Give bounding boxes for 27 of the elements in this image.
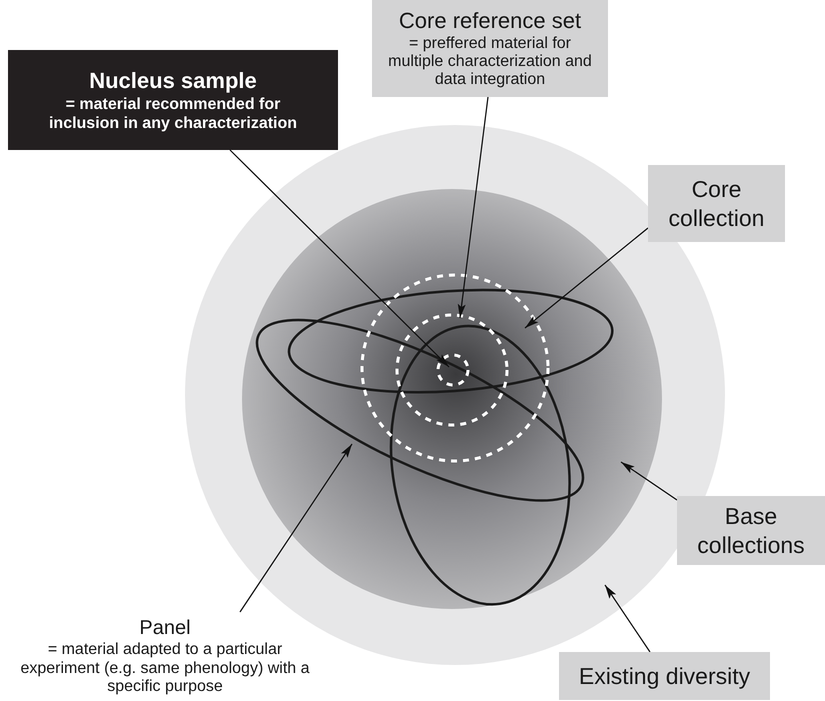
leader-arrow xyxy=(230,150,450,368)
dashed-circle xyxy=(360,273,550,463)
label-box xyxy=(8,50,338,150)
heading-text: Base collections xyxy=(696,502,806,560)
heading-text: Core reference set xyxy=(398,7,582,35)
leader-arrow xyxy=(604,584,650,652)
label-box xyxy=(677,496,825,565)
heading-text: Nucleus sample xyxy=(89,67,257,95)
label-box xyxy=(648,165,785,242)
circle xyxy=(240,187,664,611)
leader-arrow xyxy=(458,96,489,318)
leader-arrow xyxy=(620,462,678,500)
heading-text: Core collection xyxy=(668,174,766,232)
description-text: = preffered material for multiple characterization and data integration xyxy=(387,34,593,90)
ellipse xyxy=(388,324,572,606)
heading-text: Panel xyxy=(139,616,191,642)
leader-arrow xyxy=(524,228,648,328)
ellipse xyxy=(255,318,585,502)
leader-arrow xyxy=(240,444,352,612)
ellipse xyxy=(287,288,615,394)
heading-text: Existing diversity xyxy=(578,662,750,690)
label-box xyxy=(559,652,770,700)
label-box xyxy=(372,0,608,97)
dashed-circle xyxy=(436,353,470,387)
description-text: = material adapted to a particular experiment (e.g. same phenology) with a specific purpose xyxy=(19,641,311,697)
dashed-circle xyxy=(395,313,509,427)
description-text: = material recommended for inclusion in any characterization xyxy=(48,94,298,133)
